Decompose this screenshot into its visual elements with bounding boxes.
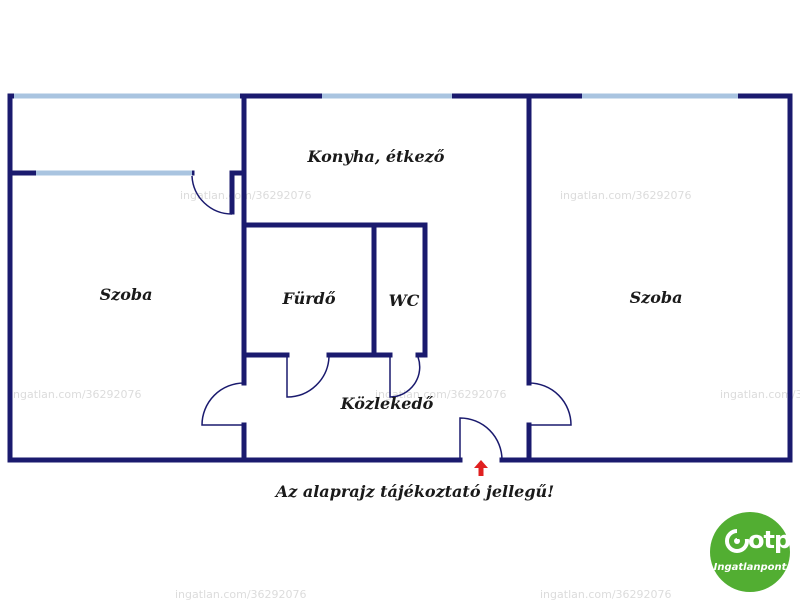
logo-subtitle: Ingatlanpont (713, 562, 787, 573)
door-swing (286, 356, 330, 398)
door-swing (389, 356, 421, 398)
room-label-left-room: Szoba (100, 285, 153, 304)
watermark: ingatlan.com/36292076 (720, 388, 800, 401)
entrance-door-swing (459, 417, 503, 461)
disclaimer-note: Az alaprajz tájékoztató jellegű! (275, 482, 555, 501)
door-swing (528, 382, 572, 426)
logo-word: otp (748, 526, 791, 554)
room-label-wc: WC (389, 291, 420, 310)
room-label-kitchen: Konyha, étkező (307, 147, 445, 166)
up-arrow-icon (474, 460, 488, 476)
doors (191, 175, 572, 461)
room-label-bathroom: Fürdő (282, 289, 336, 308)
otp-logo: otp Ingatlanpont (710, 512, 791, 592)
room-label-right-room: Szoba (630, 288, 683, 307)
watermark: ingatlan.com/36292076 (540, 588, 672, 600)
watermark: ingatlan.com/36292076 (175, 588, 307, 600)
otp-logo-icon (725, 527, 751, 553)
door-swing (191, 175, 233, 215)
room-label-hallway: Közlekedő (340, 394, 434, 413)
door-swing (201, 382, 245, 426)
windows (14, 93, 738, 176)
watermark: ingatlan.com/36292076 (560, 189, 692, 202)
watermark: ingatlan.com/36292076 (10, 388, 142, 401)
